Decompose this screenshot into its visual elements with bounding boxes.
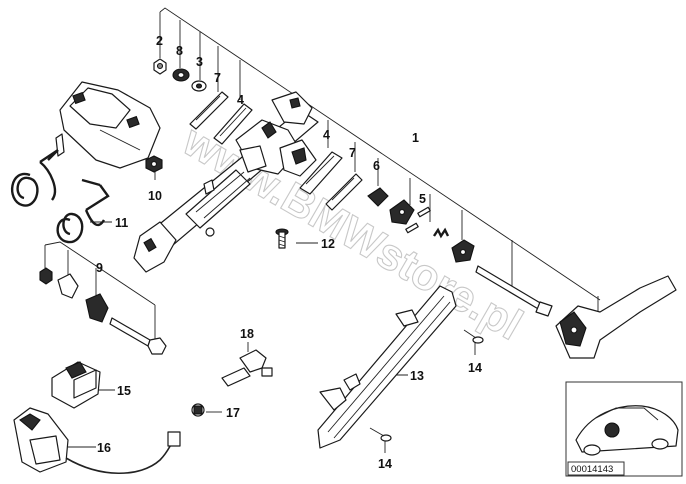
part-adjuster-nut: [451, 239, 475, 263]
diagram-reference-number: 00014143: [571, 464, 613, 475]
callout-numbers: 1 2 3 4 4 5 6 7 7 8 9 10 11 12 13 14 14 …: [96, 34, 482, 471]
part-compression-spring: [433, 227, 450, 239]
part-adjuster-cam: [389, 199, 415, 225]
callout-7-upper: 7: [214, 71, 221, 85]
callout-1: 1: [412, 131, 419, 145]
part-steering-column: [133, 91, 319, 273]
callout-4-upper: 4: [237, 93, 244, 107]
callout-10: 10: [148, 189, 162, 203]
part-clip-upper: [189, 91, 229, 130]
part-nut-10: [145, 155, 163, 173]
callout-14-bottom: 14: [378, 457, 392, 471]
part-pins: [405, 206, 431, 234]
part-screw-14-right: [463, 329, 484, 344]
part-washer: [172, 68, 190, 82]
callout-4-lower: 4: [323, 128, 330, 142]
part-clip-lower: [325, 173, 363, 211]
callout-18: 18: [240, 327, 254, 341]
part-slide-upper: [213, 103, 253, 145]
part-wiring-harness: [221, 349, 273, 387]
part-group-9: [39, 267, 167, 355]
part-nut: [153, 58, 167, 75]
callout-16: 16: [97, 441, 111, 455]
part-slide-lower: [299, 151, 343, 195]
callout-14-right: 14: [468, 361, 482, 375]
part-ring: [367, 187, 389, 207]
part-switch-15: [51, 361, 101, 409]
part-bracket-rail: [317, 285, 457, 449]
part-washer-small: [191, 80, 207, 92]
car-location-inset: 00014143: [565, 381, 683, 477]
part-long-bolt: [475, 265, 553, 317]
callout-6: 6: [373, 159, 380, 173]
callout-12: 12: [321, 237, 335, 251]
part-adjustment-lever: [555, 275, 677, 359]
callout-7-lower: 7: [349, 146, 356, 160]
part-screw-14-bottom: [369, 427, 392, 442]
callout-3: 3: [196, 55, 203, 69]
part-grommet-17: [191, 403, 205, 417]
location-marker: [604, 422, 620, 438]
part-screw-12: [275, 228, 289, 249]
part-return-springs: [10, 149, 110, 244]
ref-label-box: [567, 461, 625, 476]
callout-8: 8: [176, 44, 183, 58]
callout-13: 13: [410, 369, 424, 383]
part-steering-lock-housing: [55, 81, 161, 169]
callout-17: 17: [226, 406, 240, 420]
part-actuator-16: [13, 407, 181, 475]
callout-15: 15: [117, 384, 131, 398]
callout-9: 9: [96, 261, 103, 275]
callout-2: 2: [156, 34, 163, 48]
callout-5: 5: [419, 192, 426, 206]
callout-11: 11: [115, 216, 128, 230]
